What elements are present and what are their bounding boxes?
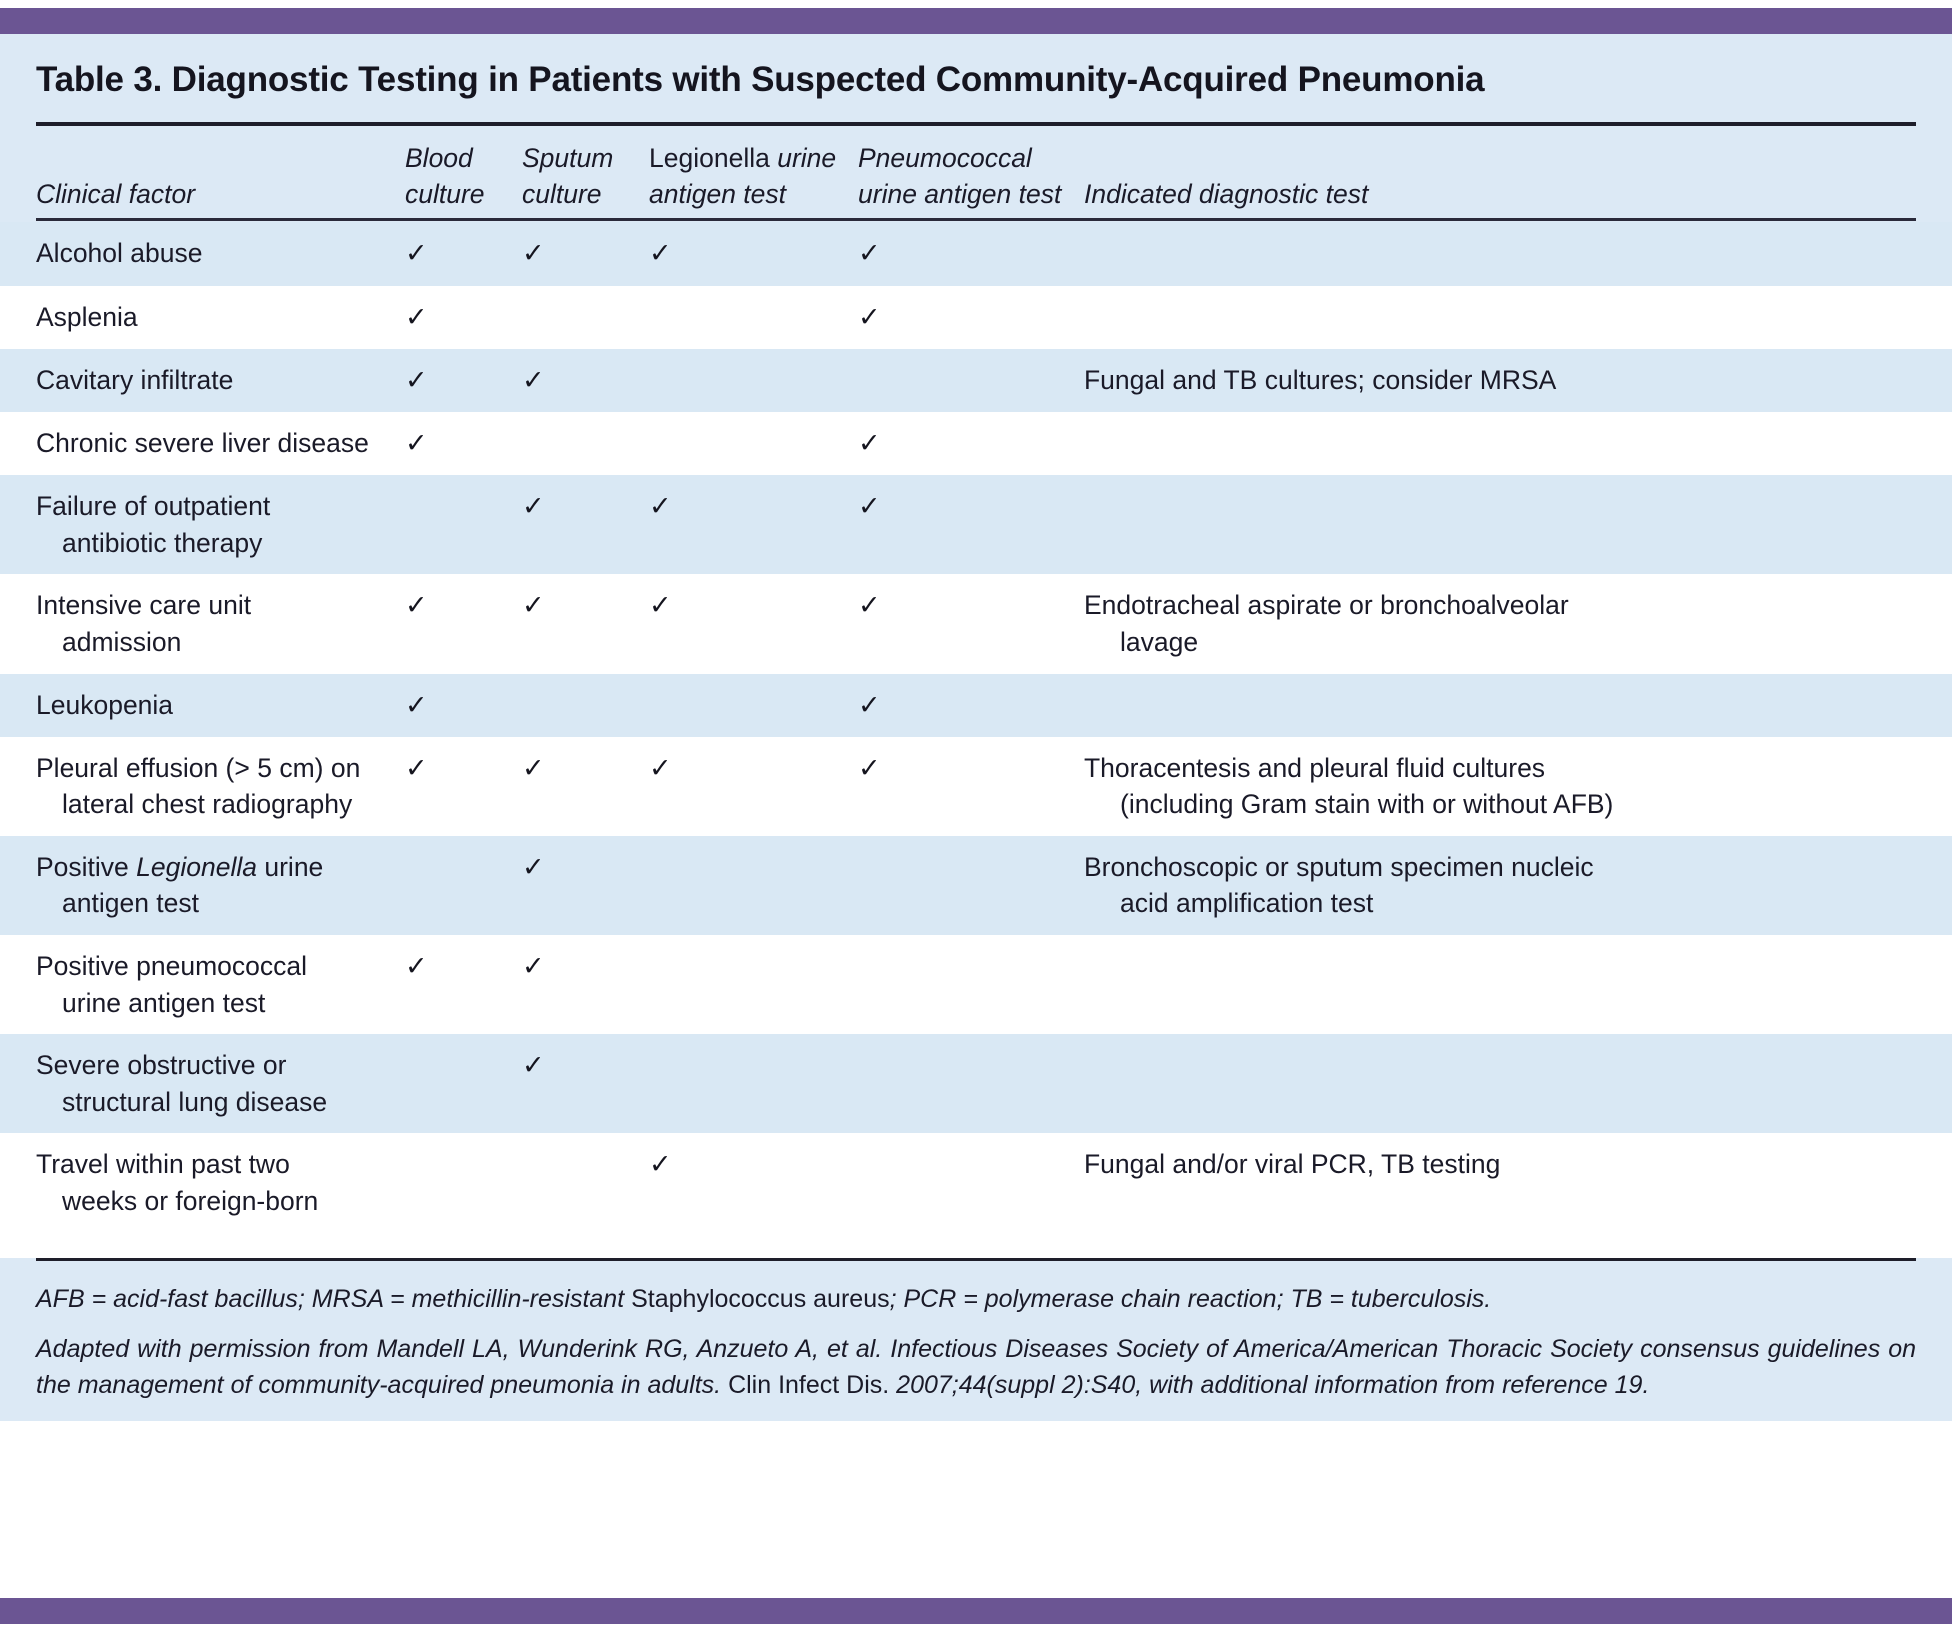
legionella-genus: Legionella <box>649 143 770 174</box>
abbrev-part-b: ; PCR = polymerase chain reaction; TB = … <box>889 1285 1492 1314</box>
footnote-source: Adapted with permission from Mandell LA,… <box>36 1331 1916 1403</box>
legionella-line2: antigen test <box>649 178 787 209</box>
footnote-abbreviations: AFB = acid-fast bacillus; MRSA = methici… <box>36 1281 1916 1317</box>
cell-sputum-culture: ✓ <box>522 590 545 621</box>
sputum-culture-line2: culture <box>522 178 602 209</box>
cell-blood-culture: ✓ <box>405 951 428 981</box>
column-header-indicated-test: Indicated diagnostic test <box>1084 178 1369 209</box>
cell-blood-culture: ✓ <box>405 752 428 783</box>
cell-clinical-factor: Asplenia <box>36 301 138 332</box>
cell-blood-culture: ✓ <box>405 238 428 269</box>
cell-indicated-test: Thoracentesis and pleural fluid cultures… <box>1084 750 1916 823</box>
cell-clinical-factor: Leukopenia <box>36 689 174 720</box>
cell-legionella-uat: ✓ <box>649 491 672 522</box>
cell-indicated-test: Fungal and TB cultures; consider MRSA <box>1084 364 1557 395</box>
indicated-test-line2: acid amplification test <box>1120 888 1374 919</box>
cell-legionella-uat: ✓ <box>649 590 672 621</box>
cell-sputum-culture: ✓ <box>522 1050 545 1081</box>
column-header-pneumococcal-uat: Pneumococcal urine antigen test <box>858 141 1084 218</box>
cell-pneumococcal-uat: ✓ <box>858 491 881 522</box>
cell-clinical-factor: Alcohol abuse <box>36 238 203 269</box>
cell-pneumococcal-uat: ✓ <box>858 301 881 332</box>
table-body: Alcohol abuse✓✓✓✓Asplenia✓✓Cavitary infi… <box>0 222 1952 1233</box>
cell-sputum-culture: ✓ <box>522 752 545 783</box>
cell-blood-culture: ✓ <box>405 364 428 395</box>
source-part-a: Adapted with permission from Mandell LA,… <box>36 1335 1916 1400</box>
cell-sputum-culture: ✓ <box>522 851 545 882</box>
cell-legionella-uat: ✓ <box>649 238 672 269</box>
table-figure-page: Table 3. Diagnostic Testing in Patients … <box>0 8 1952 1630</box>
cell-clinical-factor: Cavitary infiltrate <box>36 364 234 395</box>
pneumococcal-line2: urine antigen test <box>858 178 1062 209</box>
column-header-blood-culture: Blood culture <box>405 141 522 218</box>
title-zone: Table 3. Diagnostic Testing in Patients … <box>0 34 1952 127</box>
cell-sputum-culture: ✓ <box>522 364 545 395</box>
footnote-zone: AFB = acid-fast bacillus; MRSA = methici… <box>0 1258 1952 1422</box>
column-header-zone: Clinical factor Blood culture Sputum cul… <box>0 126 1952 223</box>
cell-pneumococcal-uat: ✓ <box>858 238 881 269</box>
cell-blood-culture: ✓ <box>405 689 428 720</box>
cell-blood-culture: ✓ <box>405 590 428 621</box>
sputum-culture-line1: Sputum <box>522 143 614 174</box>
abbrev-species-name: Staphylococcus aureus <box>631 1285 890 1314</box>
cell-legionella-uat: ✓ <box>649 752 672 783</box>
table-row: Cavitary infiltrate ✓ ✓ Fungal and TB cultu… <box>0 348 1952 412</box>
cell-blood-culture: ✓ <box>405 428 428 458</box>
cell-blood-culture: ✓ <box>405 301 428 332</box>
cell-clinical-factor: Chronic severe liver disease <box>36 428 369 458</box>
cell-indicated-test: Fungal and/or viral PCR, TB testing <box>1084 1149 1501 1180</box>
cell-pneumococcal-uat: ✓ <box>858 752 881 783</box>
pneumococcal-line1: Pneumococcal <box>858 143 1032 174</box>
abbrev-part-a: AFB = acid-fast bacillus; MRSA = methici… <box>36 1285 632 1314</box>
indicated-test-line2: (including Gram stain with or without AF… <box>1120 789 1614 820</box>
cell-sputum-culture: ✓ <box>522 491 545 522</box>
top-accent-bar <box>0 8 1952 34</box>
italic-genus-name: Legionella <box>136 851 257 882</box>
indicated-test-line2: lavage <box>1120 626 1199 657</box>
cell-indicated-test: Endotracheal aspirate or bronchoalveolar… <box>1084 587 1916 660</box>
cell-pneumococcal-uat: ✓ <box>858 428 881 458</box>
table-row: Chronic severe liver disease ✓ ✓ <box>0 412 1952 476</box>
source-journal-name: Clin Infect Dis. <box>728 1371 890 1400</box>
column-header-legionella-uat: Legionella urine antigen test <box>649 141 858 218</box>
source-part-b: 2007;44(suppl 2):S40, with additional in… <box>889 1371 1650 1400</box>
table-row: Alcohol abuse ✓ ✓ ✓ ✓ <box>0 222 1952 286</box>
page-title: Table 3. Diagnostic Testing in Patients … <box>36 60 1485 99</box>
cell-indicated-test: Bronchoscopic or sputum specimen nucleic… <box>1084 849 1916 922</box>
cell-pneumococcal-uat: ✓ <box>858 590 881 621</box>
cell-sputum-culture: ✓ <box>522 951 545 981</box>
column-header-sputum-culture: Sputum culture <box>522 141 649 218</box>
column-header-clinical-factor: Clinical factor <box>36 178 196 209</box>
cell-sputum-culture: ✓ <box>522 238 545 269</box>
blood-culture-line1: Blood <box>405 143 473 174</box>
table-row: Asplenia ✓ ✓ <box>0 285 1952 349</box>
title-rule <box>36 122 1916 127</box>
cell-legionella-uat: ✓ <box>649 1149 672 1180</box>
blood-culture-line2: culture <box>405 178 485 209</box>
legionella-line1-rest: urine <box>769 143 837 174</box>
footnote-rule <box>36 1258 1916 1262</box>
cell-pneumococcal-uat: ✓ <box>858 689 881 720</box>
bottom-accent-bar <box>0 1598 1952 1624</box>
column-header-rule <box>36 218 1916 222</box>
table-row: Leukopenia ✓ ✓ <box>0 673 1952 737</box>
